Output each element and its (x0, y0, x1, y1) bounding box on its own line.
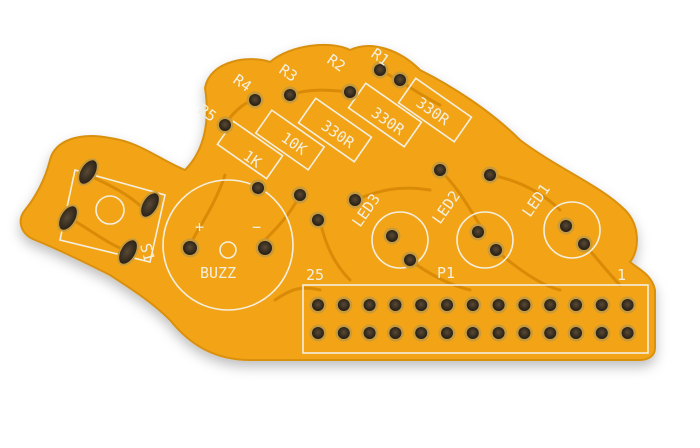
switch-button-outline (95, 195, 125, 225)
led-pad-2 (404, 254, 416, 266)
led-pad-4 (490, 244, 502, 256)
resistor-pad-8 (434, 164, 446, 176)
resistor-pad-11 (252, 182, 264, 194)
switch-pad-3 (57, 204, 79, 232)
resistor-pad-7 (374, 64, 386, 76)
header-pin-r2-c4 (389, 327, 402, 339)
header-pin-r1-c9 (518, 299, 531, 311)
header-pin-r2-c9 (518, 327, 531, 339)
led2-outline (456, 211, 514, 269)
resistor-r1-outline (397, 77, 473, 143)
header-pin-r1-c7 (466, 299, 479, 311)
header-pin-r2-c2 (337, 327, 350, 339)
buzzer-pad-plus (183, 241, 197, 255)
resistor-pad-1 (219, 119, 231, 131)
buzzer-center (219, 241, 237, 259)
switch-pad-1 (77, 158, 99, 186)
buzzer-pad-minus (258, 241, 272, 255)
header-pin-r1-c10 (544, 299, 557, 311)
led3-outline (371, 211, 429, 269)
header-pin-r2-c13 (621, 327, 634, 339)
resistor-r4-outline (254, 109, 326, 171)
resistor-pad-12 (294, 189, 306, 201)
solder-pads (57, 61, 637, 342)
header-pin-r2-c7 (466, 327, 479, 339)
header-pin-r2-c3 (363, 327, 376, 339)
resistor-pad-10 (484, 169, 496, 181)
led-pad-3 (472, 226, 484, 238)
label-p1: P1 (437, 264, 455, 282)
resistor-pad-2 (249, 94, 261, 106)
header-pin-r1-c13 (621, 299, 634, 311)
resistor-pad-6 (344, 86, 356, 98)
resistor-pad-4 (312, 214, 324, 226)
pcb-board (19, 43, 656, 361)
header-pin-r1-c11 (570, 299, 582, 311)
led-pad-6 (578, 238, 590, 250)
header-pin-r2-c6 (441, 327, 453, 339)
header-pin-r1-c8 (492, 299, 505, 311)
resistor-r3-outline (297, 97, 373, 163)
header-pin-r1-c5 (415, 299, 428, 311)
switch-pad-2 (139, 191, 161, 219)
led-pad-1 (386, 230, 398, 242)
header-pin-r1-c6 (441, 299, 453, 311)
led1-outline (543, 201, 601, 259)
header-pin-r1-c3 (363, 299, 376, 311)
switch-pad-4 (117, 238, 139, 266)
header-pin-r1-c12 (595, 299, 608, 311)
led-pad-5 (560, 220, 572, 232)
resistor-pad-3 (284, 89, 296, 101)
header-pin-r2-c11 (570, 327, 582, 339)
header-pin-r2-c8 (492, 327, 505, 339)
label-pin1: 1 (617, 266, 626, 284)
resistor-pad-5 (349, 194, 361, 206)
header-pin-r2-c1 (312, 327, 324, 339)
header-pin-r1-c1 (312, 299, 324, 311)
label-pin25: 25 (306, 266, 324, 284)
label-buzz: BUZZ (200, 264, 236, 282)
header-pin-r2-c12 (595, 327, 608, 339)
header-pin-r2-c10 (544, 327, 557, 339)
header-p1-outline (302, 284, 649, 354)
label-buzz-minus: − (252, 218, 261, 236)
resistor-pad-9 (394, 74, 406, 86)
label-buzz-plus: + (195, 218, 204, 236)
header-pin-r1-c4 (389, 299, 402, 311)
header-pin-r2-c5 (415, 327, 428, 339)
buzzer-outline (162, 179, 294, 311)
label-s1: S1 (136, 241, 158, 263)
header-pin-r1-c2 (337, 299, 350, 311)
